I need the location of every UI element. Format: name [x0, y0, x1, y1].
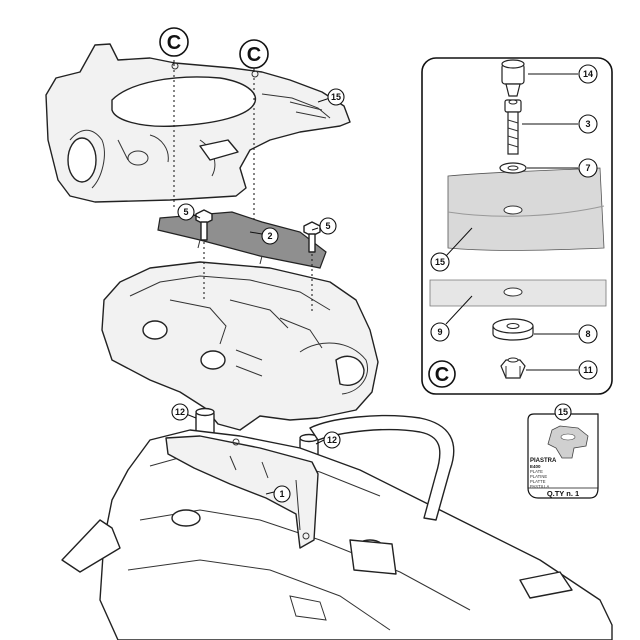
callout-c-inset: C: [428, 360, 456, 388]
rear-rack-frame: [309, 414, 455, 521]
svg-text:2: 2: [267, 231, 272, 241]
product-card: 15 PIASTRA E400 PLATE PLATINE PLATTE PAS…: [527, 403, 599, 499]
svg-text:PIASTRA: PIASTRA: [530, 458, 557, 464]
callout-c-top-right: C: [239, 39, 269, 69]
monokey-plate: [45, 43, 351, 203]
callout-12-left: 12: [171, 403, 189, 421]
mounting-bracket: [165, 435, 319, 549]
callout-11: 11: [578, 360, 598, 380]
plate-thumbnail: [547, 425, 589, 459]
svg-text:3: 3: [585, 119, 590, 129]
callout-5-right: 5: [319, 217, 337, 235]
svg-text:1: 1: [279, 489, 284, 499]
svg-text:8: 8: [585, 329, 590, 339]
svg-text:C: C: [167, 32, 181, 54]
svg-text:15: 15: [331, 92, 341, 102]
svg-text:15: 15: [558, 407, 568, 417]
callout-3: 3: [578, 114, 598, 134]
svg-text:14: 14: [583, 69, 593, 79]
svg-text:PLATTE: PLATTE: [530, 479, 546, 484]
callout-5-left: 5: [177, 203, 195, 221]
svg-text:12: 12: [327, 435, 337, 445]
callout-7: 7: [578, 158, 598, 178]
svg-text:5: 5: [183, 207, 188, 217]
svg-text:7: 7: [585, 163, 590, 173]
adapter-plate: [157, 211, 327, 269]
bolt-left: [195, 209, 213, 241]
callout-15-inset: 15: [430, 252, 450, 272]
callout-14: 14: [578, 64, 598, 84]
screw-cap: [501, 59, 525, 97]
callout-8: 8: [578, 324, 598, 344]
svg-text:PLATE: PLATE: [530, 469, 543, 474]
svg-text:PLATINE: PLATINE: [530, 474, 547, 479]
callout-2: 2: [261, 227, 279, 245]
svg-text:C: C: [247, 44, 261, 66]
callout-1: 1: [273, 485, 291, 503]
svg-text:5: 5: [325, 221, 330, 231]
nut: [500, 357, 526, 379]
svg-text:12: 12: [175, 407, 185, 417]
screw: [504, 99, 522, 155]
washer: [499, 162, 527, 174]
detail-inset: [421, 57, 613, 395]
svg-text:E400: E400: [530, 464, 541, 469]
svg-text:15: 15: [435, 257, 445, 267]
callout-12-right: 12: [323, 431, 341, 449]
spacer-left: [195, 407, 215, 437]
bolt-right: [303, 221, 321, 253]
svg-text:11: 11: [583, 365, 593, 375]
svg-text:Q.TY n. 1: Q.TY n. 1: [547, 489, 579, 498]
callout-9: 9: [430, 322, 450, 342]
svg-text:PASTILLA: PASTILLA: [530, 484, 549, 489]
svg-text:C: C: [435, 364, 449, 386]
svg-text:9: 9: [437, 327, 442, 337]
grab-rail: [101, 261, 379, 431]
callout-15-top: 15: [327, 88, 345, 106]
thick-washer: [492, 318, 534, 341]
callout-c-top-left: C: [159, 27, 189, 57]
